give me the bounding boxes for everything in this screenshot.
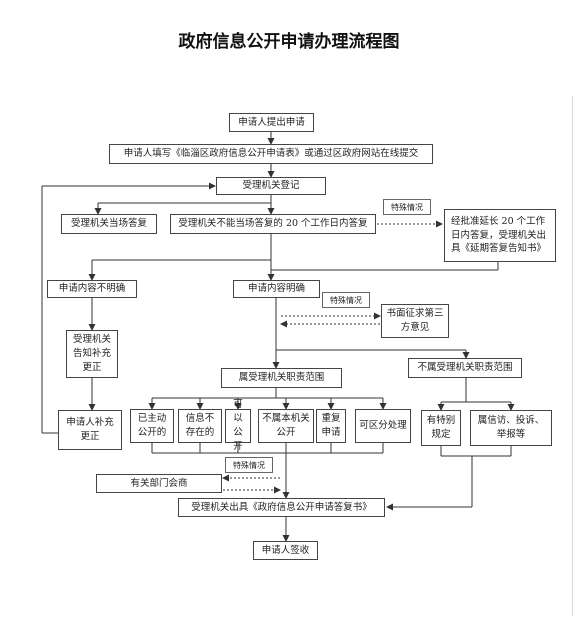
node-proactively-disclosed: 已主动公开的: [130, 409, 174, 443]
note-special-3: 特殊情况: [225, 457, 273, 473]
node-can-disclose: 可以公开: [225, 399, 251, 452]
node-answer-on-spot: 受理机关当场答复: [61, 214, 157, 234]
node-issue-reply: 受理机关出具《政府信息公开申请答复书》: [178, 498, 385, 517]
node-cannot-disclose: 不属本机关公开: [258, 409, 314, 443]
page-edge-divider: [572, 96, 573, 616]
node-specific-provisions: 有特别规定: [421, 410, 461, 446]
note-special-2: 特殊情况: [322, 292, 370, 308]
node-petitions: 属信访、投诉、举报等: [470, 410, 552, 446]
node-within-scope: 属受理机关职责范围: [221, 368, 342, 388]
node-answer-20-days: 受理机关不能当场答复的 20 个工作日内答复: [170, 214, 376, 234]
node-sign-receipt: 申请人签收: [253, 541, 318, 560]
node-duplicate: 重复申请: [316, 409, 346, 443]
node-unclear: 申请内容不明确: [47, 280, 137, 298]
node-partial: 可区分处理: [355, 409, 411, 443]
node-written-opinion: 书面征求第三方意见: [381, 304, 449, 338]
page-title: 政府信息公开申请办理流程图: [178, 32, 400, 52]
node-applicant-supplement: 申请人补充更正: [58, 410, 122, 450]
node-outside-scope: 不属受理机关职责范围: [408, 358, 522, 378]
note-special-1: 特殊情况: [383, 199, 431, 215]
node-notify-supplement: 受理机关告知补充更正: [66, 330, 118, 378]
node-clear: 申请内容明确: [233, 280, 320, 298]
node-apply: 申请人提出申请: [229, 113, 314, 132]
node-extension: 经批准延长 20 个工作日内答复，受理机关出具《延期答复告知书》: [444, 209, 556, 262]
node-register: 受理机关登记: [216, 177, 326, 195]
node-fill-form: 申请人填写《临淄区政府信息公开申请表》或通过区政府网站在线提交: [109, 144, 433, 164]
node-not-exist: 信息不存在的: [178, 409, 222, 443]
node-consult-depts: 有关部门会商: [96, 474, 222, 493]
